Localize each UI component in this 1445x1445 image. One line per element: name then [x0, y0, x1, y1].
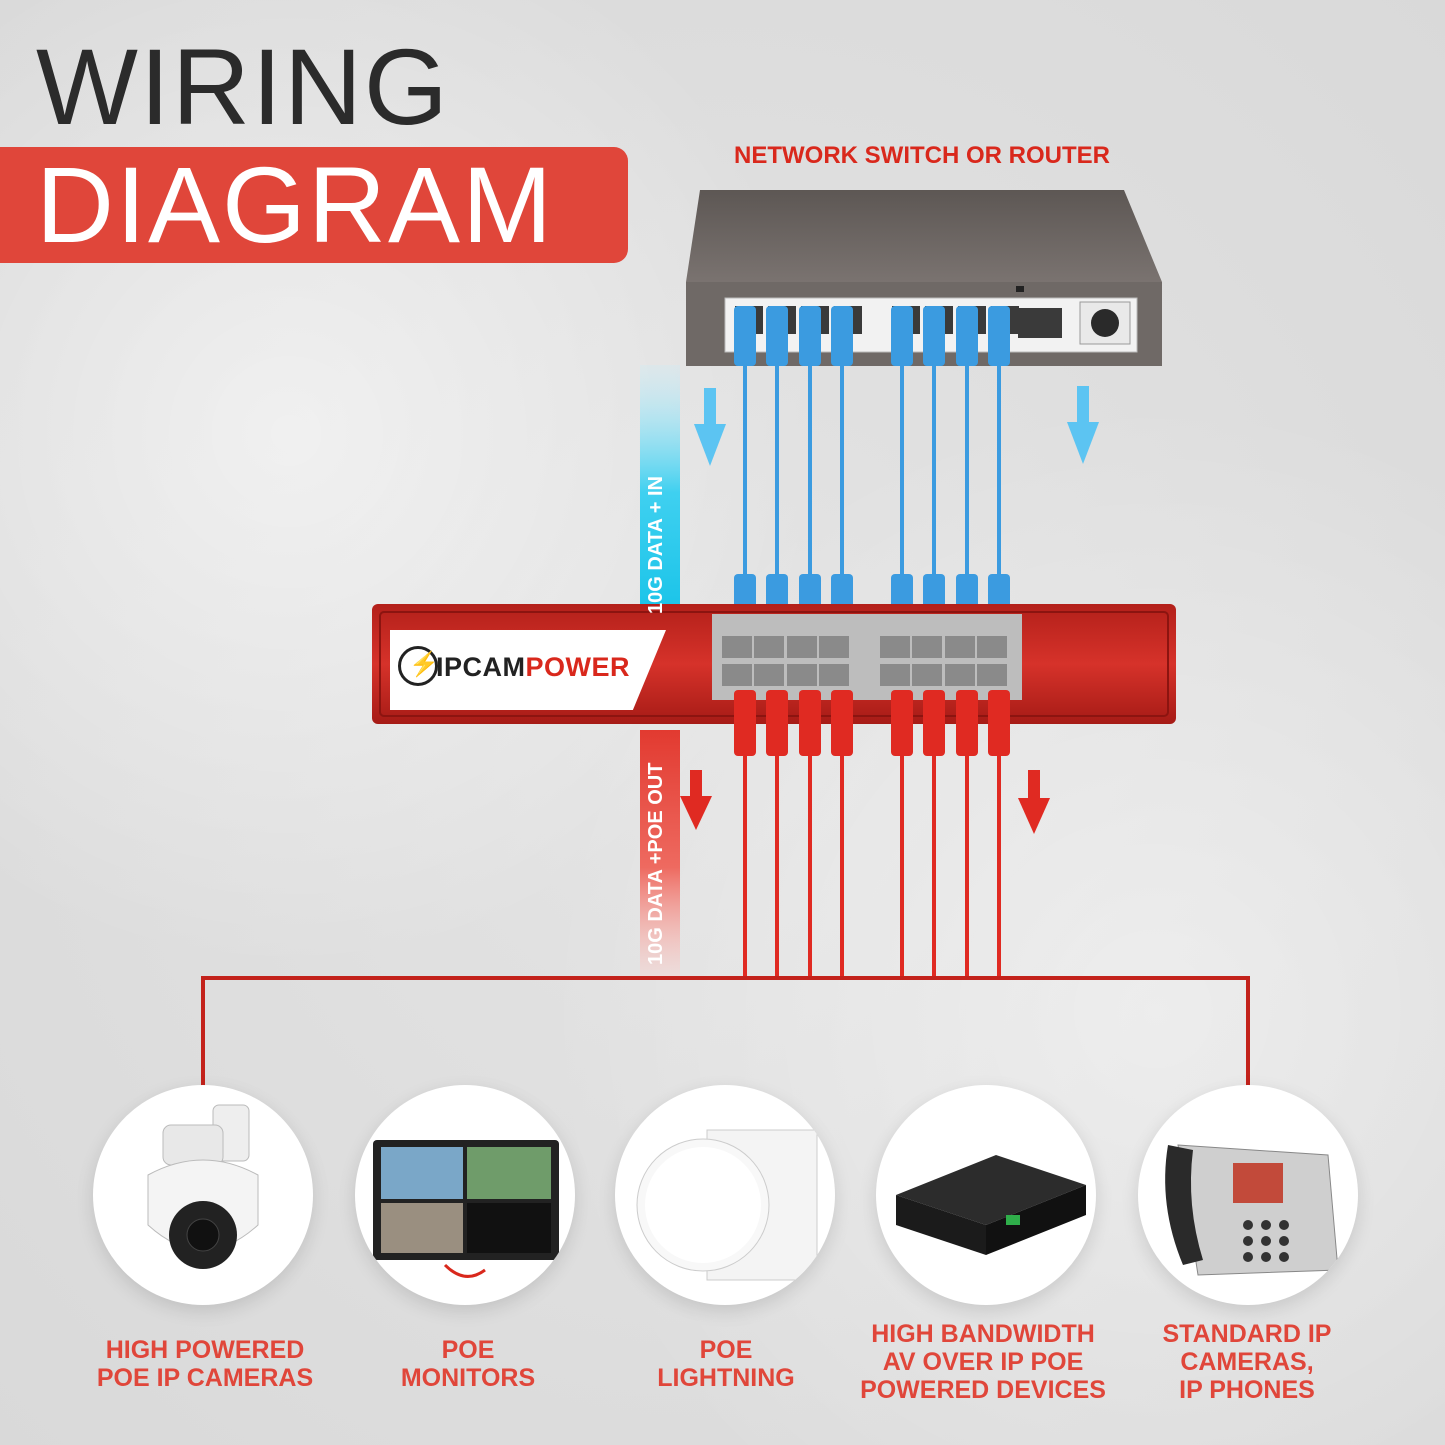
title-line-1: WIRING: [36, 26, 450, 147]
device-label-line: HIGH BANDWIDTH: [871, 1320, 1095, 1348]
data-in-strip: [640, 365, 680, 620]
av-encoder-icon: [896, 1155, 1086, 1255]
red-cables: [743, 756, 1001, 978]
data-out-label: 10G DATA +POE OUT: [645, 762, 667, 965]
device-label-line: POE IP CAMERAS: [96, 1364, 314, 1392]
red-connectors: [734, 690, 1010, 756]
brand-prefix: IPCAM: [436, 652, 526, 682]
device-label-phones: STANDARD IP CAMERAS, IP PHONES: [1097, 1320, 1397, 1404]
device-ptz-camera: [93, 1085, 313, 1305]
switch-label: NETWORK SWITCH OR ROUTER: [734, 142, 1110, 169]
device-ip-phone: [1138, 1085, 1358, 1305]
brand-logo: IPCAMPOWER: [436, 652, 630, 683]
device-label-lightning: POE LIGHTNING: [576, 1336, 876, 1392]
data-in-label: 10G DATA + IN: [645, 476, 667, 614]
device-label-line: POE: [699, 1336, 753, 1364]
title-banner: DIAGRAM: [0, 147, 628, 263]
title-line-2: DIAGRAM: [36, 144, 555, 265]
light-panel-icon: [636, 1129, 818, 1281]
device-label-line: POE: [441, 1336, 495, 1364]
device-label-line: CAMERAS,: [1180, 1348, 1314, 1376]
down-arrow-icon: [1018, 770, 1050, 834]
device-av-encoder: [876, 1085, 1096, 1305]
blue-cables: [743, 340, 1001, 610]
bolt-icon: ⚡: [398, 646, 439, 686]
down-arrow-icon: [1067, 386, 1099, 464]
brand-suffix: POWER: [525, 652, 631, 682]
device-label-line: AV OVER IP POE: [882, 1348, 1084, 1376]
device-light-panel: [615, 1085, 835, 1305]
monitor-icon: [373, 1140, 559, 1278]
ip-phone-icon: [1165, 1144, 1339, 1276]
device-label-line: IP PHONES: [1179, 1376, 1315, 1404]
device-label-av: HIGH BANDWIDTH AV OVER IP POE POWERED DE…: [833, 1320, 1133, 1404]
device-label-line: LIGHTNING: [657, 1364, 795, 1392]
distribution-lines: [201, 976, 1250, 1090]
device-label-line: MONITORS: [400, 1364, 536, 1392]
device-label-line: POWERED DEVICES: [860, 1376, 1106, 1404]
device-monitor: [355, 1085, 575, 1305]
injector-ports: [722, 636, 1007, 686]
device-label-cameras: HIGH POWERED POE IP CAMERAS: [55, 1336, 355, 1392]
data-out-strip: [640, 730, 680, 980]
device-label-monitors: POE MONITORS: [318, 1336, 618, 1392]
down-arrow-icon: [694, 388, 726, 466]
device-label-line: STANDARD IP: [1162, 1320, 1332, 1348]
power-jack-icon: [1091, 309, 1119, 337]
ptz-camera-icon: [147, 1104, 259, 1269]
down-arrow-icon: [680, 770, 712, 830]
device-label-line: HIGH POWERED: [105, 1336, 305, 1364]
